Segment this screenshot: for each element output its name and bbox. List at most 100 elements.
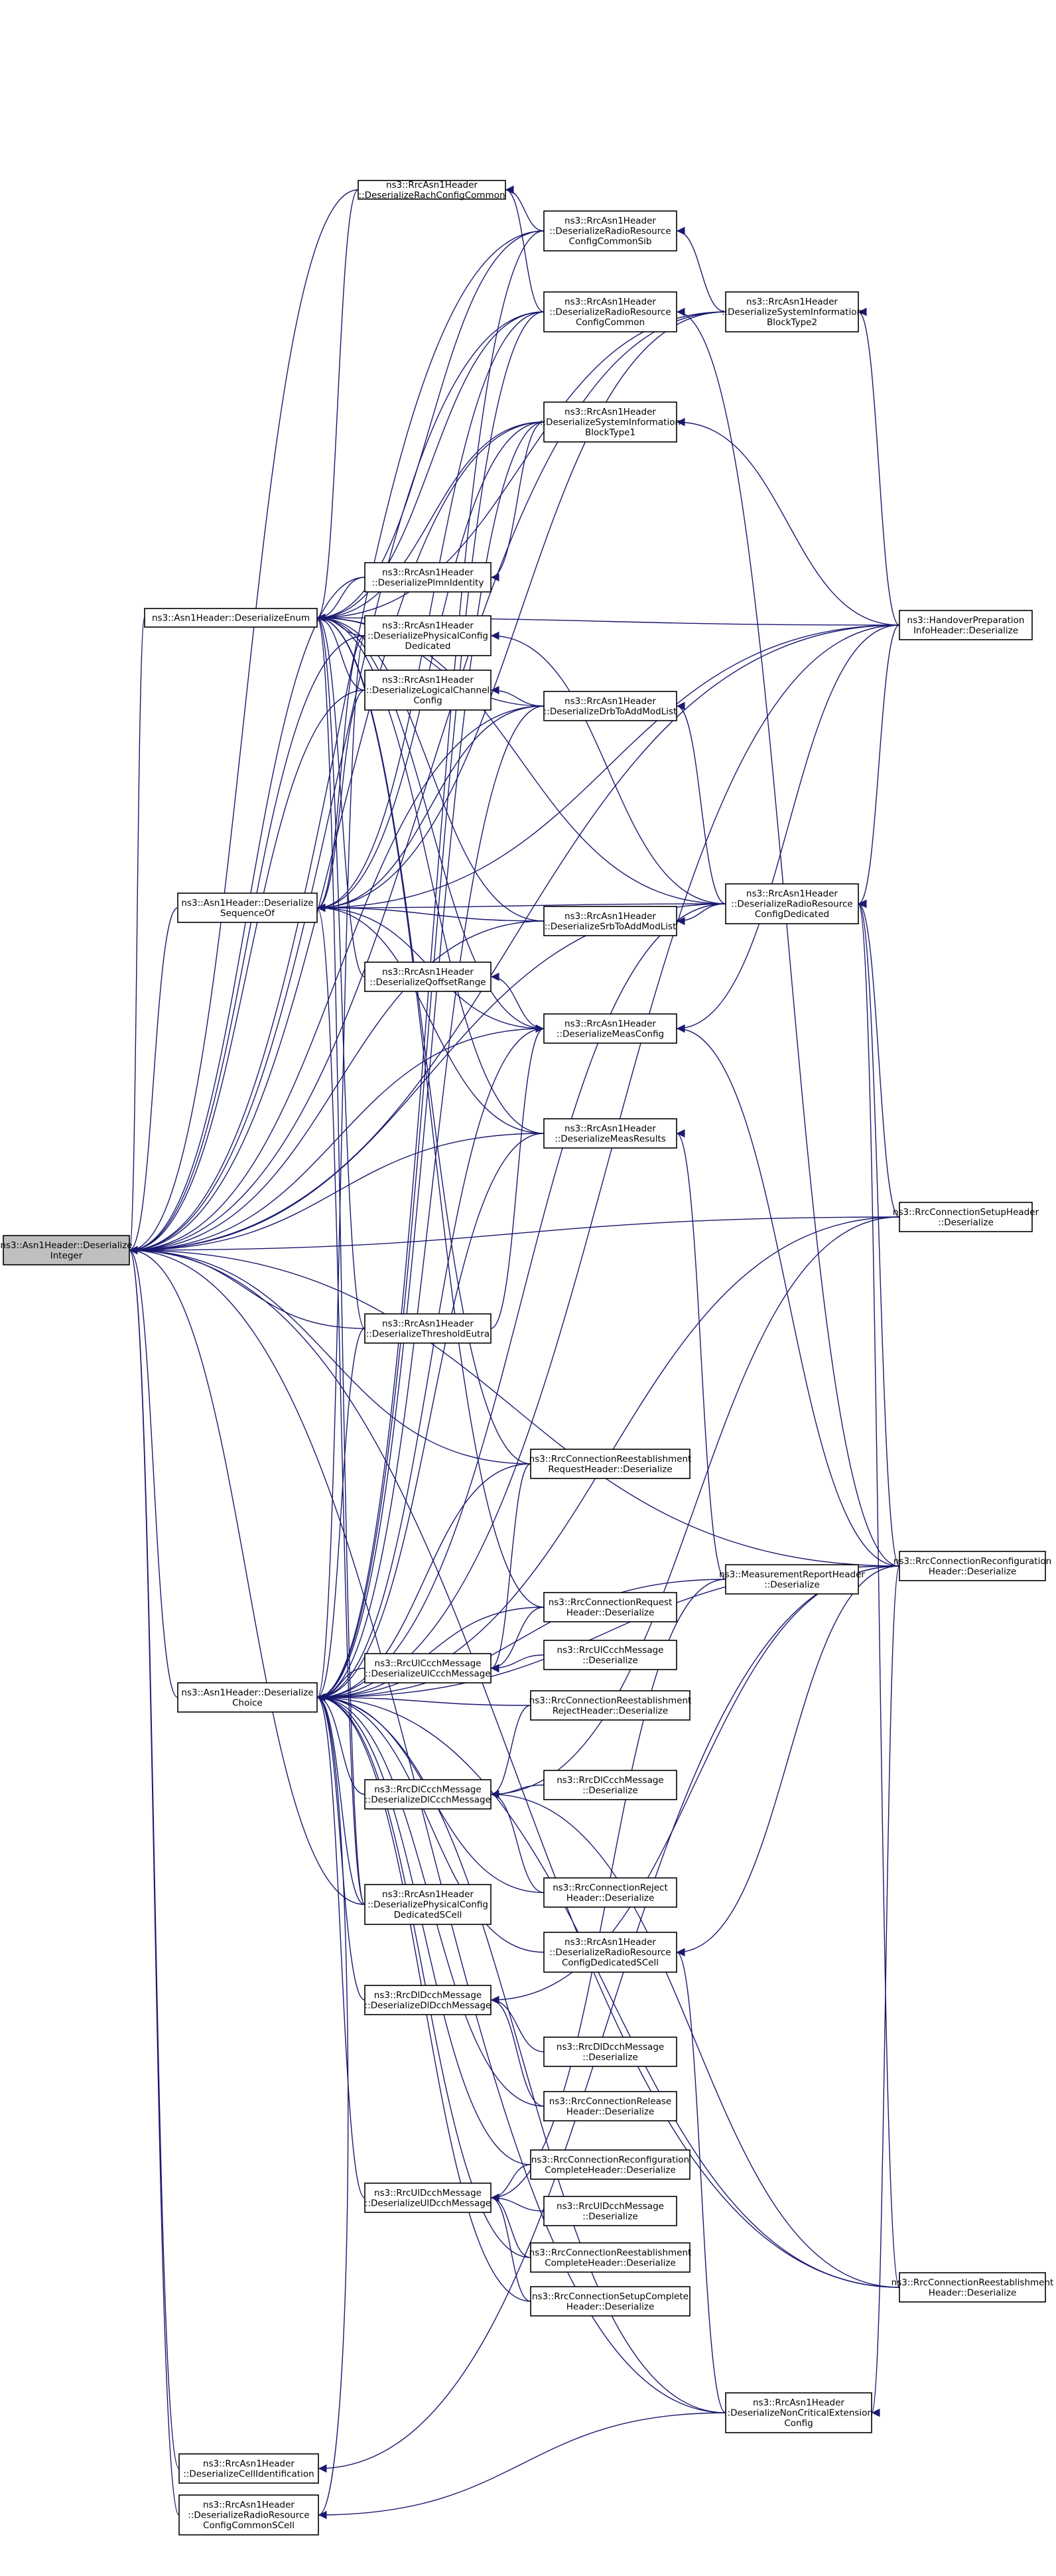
node-label-line: ns3::RrcUlCcchMessage: [557, 1645, 664, 1656]
node-uldcchdes[interactable]: ns3::RrcUlDcchMessage::Deserialize: [543, 2196, 677, 2226]
node-logch[interactable]: ns3::RrcAsn1Header::DeserializeLogicalCh…: [364, 670, 492, 711]
edge-enum-to-integer: [129, 617, 145, 1254]
node-sib1[interactable]: ns3::RrcAsn1Header::DeserializeSystemInf…: [540, 401, 681, 443]
node-measconf[interactable]: ns3::RrcAsn1Header::DeserializeMeasConfi…: [543, 1013, 677, 1044]
node-box: [364, 2182, 492, 2213]
node-dldcchdes[interactable]: ns3::RrcDlDcchMessage::Deserialize: [543, 2037, 677, 2067]
node-reestreq[interactable]: ns3::RrcConnectionReestablishmentRequest…: [529, 1449, 692, 1479]
node-plmn[interactable]: ns3::RrcAsn1Header::DeserializePlmnIdent…: [364, 562, 492, 593]
node-rrcdscell[interactable]: ns3::RrcAsn1Header::DeserializeRadioReso…: [543, 1932, 677, 1973]
edge-rrcc-to-seqof: [316, 311, 545, 912]
node-label-line: ::DeserializeRadioResource: [549, 1948, 671, 1958]
node-label-line: ::DeserializeRachConfigCommon: [358, 190, 505, 200]
node-label-line: ::Deserialize: [582, 1655, 638, 1666]
node-cellid[interactable]: ns3::RrcAsn1Header::DeserializeCellIdent…: [178, 2453, 319, 2484]
node-box: [543, 1640, 677, 1670]
node-drbadd[interactable]: ns3::RrcAsn1Header::DeserializeDrbToAddM…: [543, 691, 677, 721]
node-ulccchdes[interactable]: ns3::RrcUlCcchMessage::Deserialize: [543, 1640, 677, 1670]
node-rrcc[interactable]: ns3::RrcAsn1Header::DeserializeRadioReso…: [543, 291, 677, 332]
edge-drbadd-to-integer: [129, 705, 545, 1255]
node-label-line: ns3::Asn1Header::Deserialize: [181, 898, 313, 908]
node-ulccchmsg[interactable]: ns3::RrcUlCcchMessage::DeserializeUlCcch…: [364, 1653, 492, 1683]
node-thresh[interactable]: ns3::RrcAsn1Header::DeserializeThreshold…: [364, 1313, 492, 1344]
node-label-line: ns3::HandoverPreparation: [907, 615, 1025, 626]
node-label-line: ::Deserialize: [764, 1579, 820, 1590]
edge-setup-to-rrcded: [858, 899, 900, 1218]
edge-reconf-to-rrcdscell: [676, 1565, 900, 1957]
node-enum[interactable]: ns3::Asn1Header::DeserializeEnum: [144, 608, 318, 628]
node-uldcchmsg[interactable]: ns3::RrcUlDcchMessage::DeserializeUlDcch…: [364, 2182, 492, 2213]
node-rrccs[interactable]: ns3::RrcAsn1Header::DeserializeRadioReso…: [543, 210, 677, 251]
node-label-line: ns3::MeasurementReportHeader: [719, 1569, 865, 1580]
node-label-line: ns3::Asn1Header::Deserialize: [181, 1687, 313, 1698]
node-label-line: Integer: [50, 1250, 83, 1261]
edge-sib1-to-plmn: [490, 421, 545, 582]
edge-reconf-to-noncrit: [871, 1565, 900, 2417]
node-sib2[interactable]: ns3::RrcAsn1Header::DeserializeSystemInf…: [722, 291, 862, 332]
node-box: [899, 1202, 1033, 1232]
node-box: [725, 2392, 872, 2433]
edge-rrccscell-to-choice: [316, 1693, 349, 2516]
node-connreq[interactable]: ns3::RrcConnectionRequestHeader::Deseria…: [543, 1592, 677, 1622]
node-rach[interactable]: ns3::RrcAsn1Header::DeserializeRachConfi…: [358, 180, 506, 201]
node-box: [899, 610, 1033, 640]
edge-rrcc-to-rach: [505, 185, 545, 313]
node-physscell[interactable]: ns3::RrcAsn1Header::DeserializePhysicalC…: [364, 1884, 492, 1925]
node-reestcomp[interactable]: ns3::RrcConnectionReestablishmentComplet…: [529, 2242, 692, 2273]
node-box: [364, 1985, 492, 2015]
node-box: [543, 291, 677, 332]
node-label-line: ns3::RrcUlDcchMessage: [374, 2188, 482, 2198]
node-label-line: DedicatedSCell: [394, 1910, 462, 1920]
node-rrccscell[interactable]: ns3::RrcAsn1Header::DeserializeRadioReso…: [178, 2494, 319, 2536]
edge-reconf-to-integer: [129, 1246, 900, 1567]
node-connrej[interactable]: ns3::RrcConnectionRejectHeader::Deserial…: [543, 1877, 677, 1908]
node-measrep[interactable]: ns3::MeasurementReportHeader::Deserializ…: [719, 1564, 865, 1595]
node-setupcomp[interactable]: ns3::RrcConnectionSetupCompleteHeader::D…: [530, 2286, 691, 2317]
node-reestrej[interactable]: ns3::RrcConnectionReestablishmentRejectH…: [529, 1690, 692, 1721]
edge-logch-to-enum: [316, 613, 365, 691]
edge-rrcded-to-physd: [490, 631, 726, 904]
edge-setupcomp-to-uldcchmsg: [490, 2193, 531, 2302]
node-label-line: ::DeserializeThresholdEutra: [366, 1328, 490, 1339]
node-dlccchdes[interactable]: ns3::RrcDlCcchMessage::Deserialize: [543, 1770, 677, 1800]
node-hoprep[interactable]: ns3::HandoverPreparationInfoHeader::Dese…: [899, 610, 1033, 640]
edge-rrcded-to-choice: [316, 903, 726, 1702]
node-srbadd[interactable]: ns3::RrcAsn1Header::DeserializeSrbToAddM…: [543, 906, 677, 936]
node-label-line: CompleteHeader::Deserialize: [545, 2165, 676, 2175]
edge-physscell-to-enum: [316, 614, 365, 1905]
edge-setup-to-dlccchmsg: [490, 1216, 900, 1799]
node-box: [364, 1313, 492, 1344]
node-measres[interactable]: ns3::RrcAsn1Header::DeserializeMeasResul…: [543, 1118, 677, 1149]
edge-reest-to-choice: [316, 1693, 900, 2288]
edge-physd-to-seqof: [316, 635, 365, 912]
node-label-line: Config: [413, 695, 442, 706]
edge-rrcded-to-srbadd: [676, 903, 726, 926]
node-reconf[interactable]: ns3::RrcConnectionReconfigurationHeader:…: [893, 1551, 1051, 1581]
node-box: [364, 615, 492, 656]
node-connrel[interactable]: ns3::RrcConnectionReleaseHeader::Deseria…: [543, 2091, 677, 2121]
node-qoff[interactable]: ns3::RrcAsn1Header::DeserializeQoffsetRa…: [364, 962, 492, 992]
edge-sib1-to-seqof: [316, 421, 545, 912]
node-setup[interactable]: ns3::RrcConnectionSetupHeader::Deseriali…: [893, 1202, 1039, 1232]
node-dldcchmsg[interactable]: ns3::RrcDlDcchMessage::DeserializeDlDcch…: [364, 1985, 492, 2015]
node-reconfcomp[interactable]: ns3::RrcConnectionReconfigurationComplet…: [530, 2149, 691, 2180]
node-reest[interactable]: ns3::RrcConnectionReestablishmentHeader:…: [891, 2272, 1054, 2303]
edge-reest-to-rrcded: [858, 900, 900, 2288]
edge-rrcc-to-enum: [316, 311, 545, 622]
node-label-line: CompleteHeader::Deserialize: [545, 2257, 676, 2268]
node-dlccchmsg[interactable]: ns3::RrcDlCcchMessage::DeserializeDlCcch…: [364, 1779, 492, 1810]
node-label-line: ::DeserializeUlDcchMessage: [365, 2198, 491, 2208]
edge-sib1-to-enum: [316, 421, 545, 622]
node-physd[interactable]: ns3::RrcAsn1Header::DeserializePhysicalC…: [364, 615, 492, 656]
node-rrcded[interactable]: ns3::RrcAsn1Header::DeserializeRadioReso…: [725, 883, 859, 924]
node-noncrit[interactable]: ns3::RrcAsn1Header::DeserializeNonCritic…: [724, 2392, 873, 2433]
node-label-line: ns3::RrcConnectionReconfiguration: [893, 1556, 1051, 1567]
edge-sib1-to-choice: [316, 421, 545, 1702]
node-label-line: ::DeserializeUlCcchMessage: [365, 1668, 490, 1679]
node-label-line: ::DeserializeRadioResource: [188, 2510, 309, 2521]
node-label-line: ns3::Asn1Header::DeserializeEnum: [152, 613, 310, 624]
